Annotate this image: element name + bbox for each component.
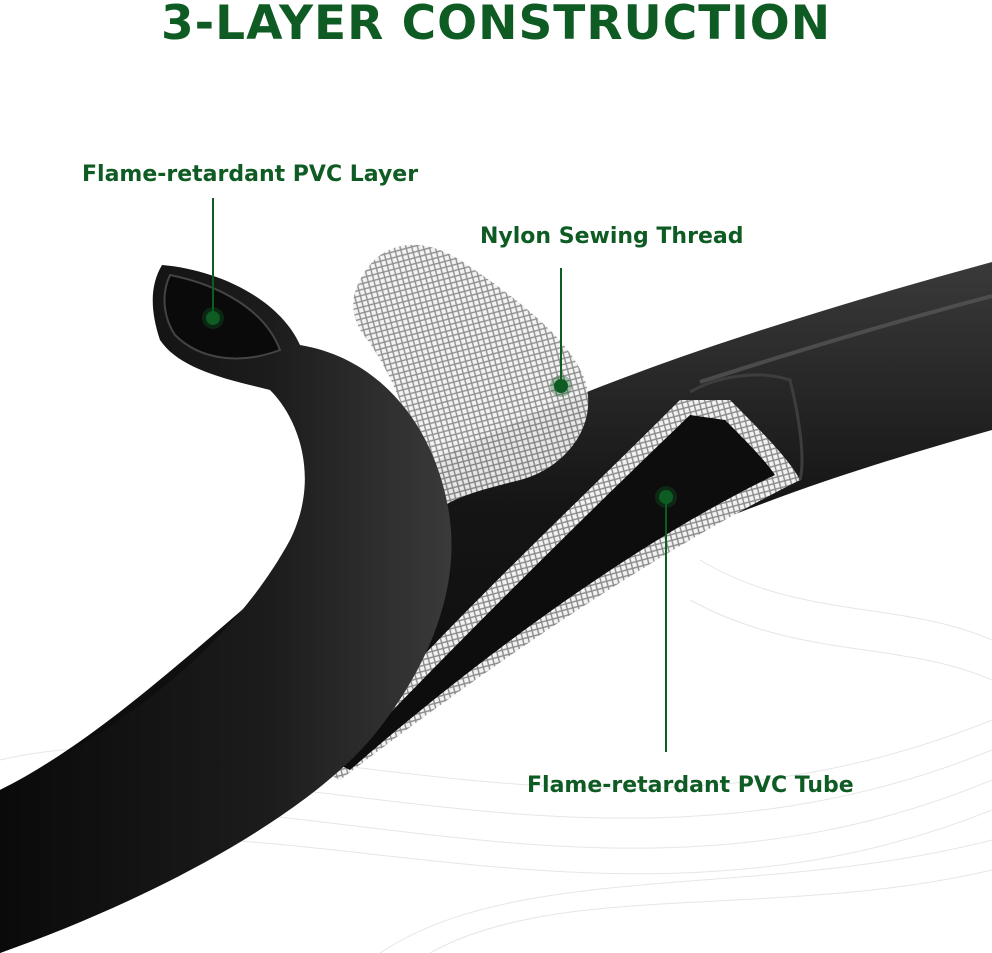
label-outer-layer: Flame-retardant PVC Layer (82, 162, 418, 187)
label-inner-layer: Flame-retardant PVC Tube (527, 773, 854, 798)
page-title: 3-LAYER CONSTRUCTION (0, 0, 992, 51)
peeled-pvc-layer (0, 265, 452, 953)
label-middle-layer: Nylon Sewing Thread (480, 224, 743, 249)
